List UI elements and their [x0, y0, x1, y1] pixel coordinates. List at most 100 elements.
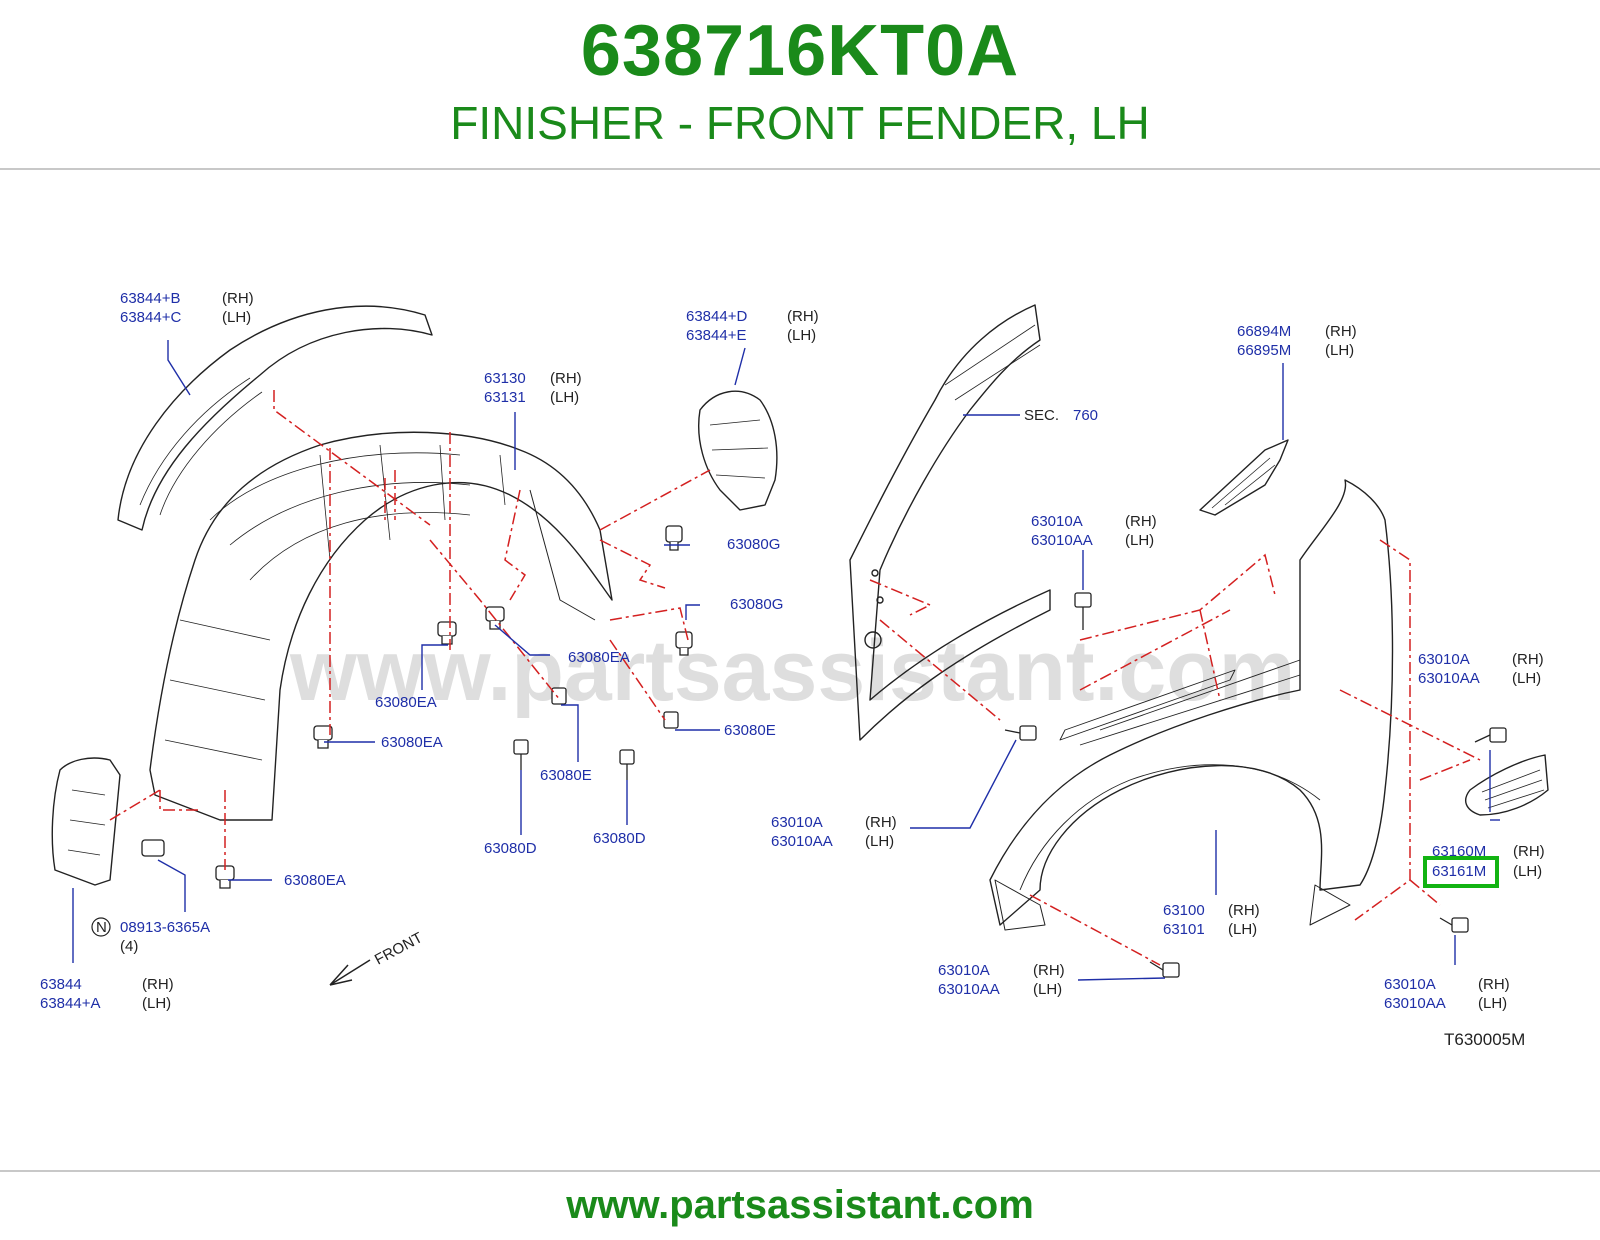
inner-fender-liner-part — [149, 431, 613, 821]
screw-icon — [513, 739, 529, 770]
highlighted-part-code: 63161M — [1432, 863, 1486, 880]
part-label-code: 63010A — [1384, 976, 1436, 993]
bolts-right — [1004, 592, 1507, 978]
part-label-side: (RH) — [1513, 843, 1545, 860]
clips-left — [141, 525, 693, 889]
footer-url-link[interactable]: www.partsassistant.com — [566, 1183, 1034, 1227]
section-ref-prefix: SEC. — [1024, 407, 1059, 424]
clip-label: 63080EA — [381, 734, 443, 751]
part-label-side: (LH) — [1228, 921, 1257, 938]
part-label-code: 63131 — [484, 389, 526, 406]
part-label-side: (LH) — [1125, 532, 1154, 549]
part-label-side: (RH) — [865, 814, 897, 831]
part-label-code: 63010AA — [938, 981, 1000, 998]
nut-qty: (4) — [120, 938, 138, 955]
part-label-side: (RH) — [1228, 902, 1260, 919]
upper-protector-part — [117, 305, 433, 531]
part-label-code: 63844+C — [120, 309, 181, 326]
part-label-side: (RH) — [550, 370, 582, 387]
clip-icon — [663, 711, 679, 729]
nut-code: 08913-6365A — [120, 919, 210, 936]
part-label-side: (LH) — [1513, 863, 1542, 880]
fender-finisher-part — [1464, 754, 1549, 816]
part-label-code: 63100 — [1163, 902, 1205, 919]
part-label-code: 63010AA — [1418, 670, 1480, 687]
front-label: FRONT — [372, 929, 426, 968]
part-label-side: (LH) — [1325, 342, 1354, 359]
header-divider — [0, 168, 1600, 170]
nut-icon — [141, 839, 165, 857]
leader-lines — [72, 340, 1500, 981]
part-label-code: 63010A — [1031, 513, 1083, 530]
part-label-code: 63844 — [40, 976, 82, 993]
fender-group — [849, 304, 1549, 931]
body-side-panel — [849, 304, 1051, 741]
footer-divider — [0, 1170, 1600, 1172]
part-label-side: (LH) — [865, 833, 894, 850]
part-label-code: 63010AA — [1031, 532, 1093, 549]
rear-liner-part — [51, 757, 121, 886]
clip-label: 63080D — [593, 830, 646, 847]
part-label-code: 66894M — [1237, 323, 1291, 340]
clip-label: 63080G — [730, 596, 783, 613]
part-label-code: 63844+B — [120, 290, 180, 307]
part-label-code: 63844+A — [40, 995, 100, 1012]
screw-icon — [619, 749, 635, 780]
clip-label: 63080G — [727, 536, 780, 553]
assembly-dashed-lines — [109, 390, 1481, 966]
side-liner-part — [698, 390, 778, 511]
part-label-side: (LH) — [787, 327, 816, 344]
bolt-icon — [1474, 727, 1507, 743]
watermark-text: www.partsassistant.com — [289, 623, 1295, 719]
clip-icon — [551, 687, 567, 705]
highlighted-part-box — [1423, 856, 1499, 888]
diagram-code: T630005M — [1444, 1030, 1525, 1049]
part-label-code: 63844+E — [686, 327, 746, 344]
part-label-side: (RH) — [1325, 323, 1357, 340]
part-label-code: 63010A — [771, 814, 823, 831]
clip-label: 63080EA — [284, 872, 346, 889]
clip-label: 63080E — [724, 722, 776, 739]
part-label-side: (RH) — [787, 308, 819, 325]
part-label-side: (RH) — [1512, 651, 1544, 668]
side-vent-part — [1199, 439, 1289, 516]
part-label-code: 63130 — [484, 370, 526, 387]
front-fender-part — [989, 479, 1394, 926]
part-name-subtitle: FINISHER - FRONT FENDER, LH — [450, 97, 1150, 149]
part-label-code: 63010AA — [771, 833, 833, 850]
clip-label: 63080EA — [375, 694, 437, 711]
part-label-side: (LH) — [222, 309, 251, 326]
part-label-side: (LH) — [1033, 981, 1062, 998]
part-label-side: (LH) — [142, 995, 171, 1012]
front-direction-arrow: FRONT — [329, 929, 426, 986]
clip-label: 63080E — [540, 767, 592, 784]
nut-symbol-circle — [91, 917, 111, 937]
fender-liner-group — [51, 305, 778, 886]
part-label-side: (LH) — [1512, 670, 1541, 687]
clip-label: 63080D — [484, 840, 537, 857]
part-label-code: 63010AA — [1384, 995, 1446, 1012]
part-label-code: 66895M — [1237, 342, 1291, 359]
bolt-icon — [1439, 917, 1469, 933]
part-label-side: (RH) — [222, 290, 254, 307]
clip-label: 63080EA — [568, 649, 630, 666]
part-label-code: 63101 — [1163, 921, 1205, 938]
part-label-side: (RH) — [1478, 976, 1510, 993]
part-number-title: 638716KT0A — [580, 11, 1020, 91]
clip-icon — [665, 525, 683, 551]
bolt-icon — [1149, 961, 1180, 978]
part-label-code: 63844+D — [686, 308, 747, 325]
bolt-icon — [1074, 592, 1092, 630]
part-label-code: 63160M — [1432, 843, 1486, 860]
bolt-icon — [1004, 725, 1037, 741]
part-label-code: 63010A — [938, 962, 990, 979]
clip-icon — [675, 631, 693, 656]
part-label-code: 63010A — [1418, 651, 1470, 668]
part-label-side: (RH) — [1033, 962, 1065, 979]
section-ref-number: 760 — [1073, 407, 1098, 424]
part-label-side: (LH) — [1478, 995, 1507, 1012]
part-label-side: (RH) — [142, 976, 174, 993]
nut-symbol: N — [96, 919, 107, 936]
part-label-side: (RH) — [1125, 513, 1157, 530]
